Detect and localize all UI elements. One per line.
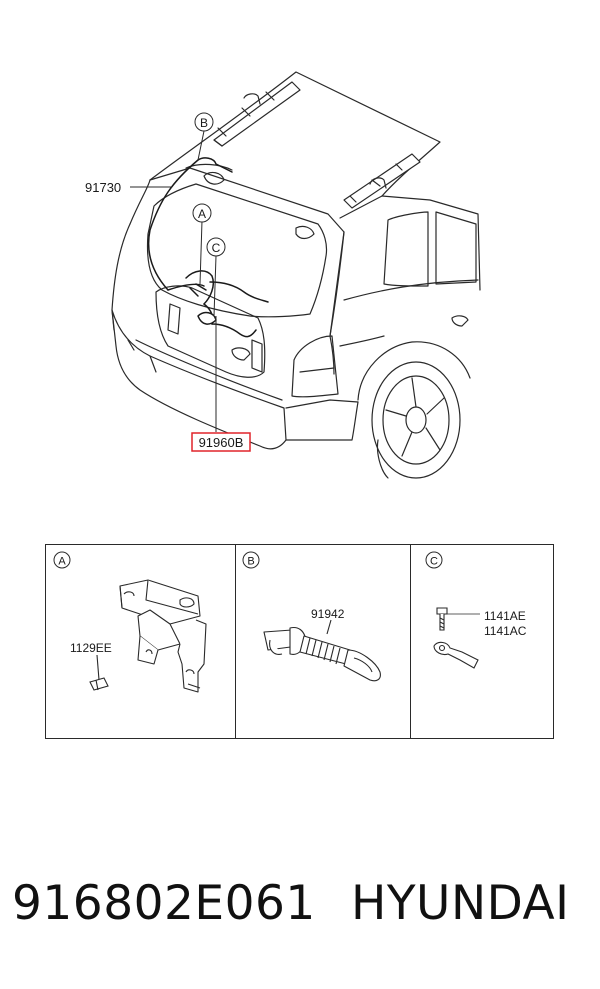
roof-rail-right	[343, 153, 421, 209]
footer: 916802E061 HYUNDAI	[0, 876, 600, 946]
callout-c-top: C	[206, 237, 226, 257]
part-label-1141ae: 1141AE	[484, 609, 526, 623]
bolt-icon-a	[89, 654, 109, 691]
brand-name: HYUNDAI	[351, 876, 570, 931]
svg-text:C: C	[212, 241, 221, 255]
detail-panel-c: C 1141AE 1141AC	[425, 551, 527, 669]
rear-wheel	[371, 361, 461, 479]
panel-a-letter: A	[58, 556, 66, 568]
highlighted-part-91960b[interactable]: 91960B	[191, 432, 251, 452]
detail-panel-b: B 91942	[242, 551, 381, 682]
part-number: 916802E061	[12, 876, 316, 931]
leader-lines	[130, 130, 217, 432]
part-label-91942: 91942	[311, 607, 345, 621]
svg-text:A: A	[198, 207, 206, 221]
part-label-1129ee: 1129EE	[70, 641, 112, 655]
rear-window	[146, 183, 328, 318]
mounting-bracket	[119, 579, 207, 693]
label-91960b: 91960B	[199, 435, 244, 450]
panel-b-letter: B	[247, 556, 254, 568]
svg-text:B: B	[200, 116, 208, 130]
detail-panel-a: A 1129EE	[53, 551, 207, 693]
roof-rail-left	[213, 81, 301, 147]
vehicle-rear-view	[111, 71, 481, 479]
grommet-91942	[263, 619, 381, 682]
rear-bumper	[111, 309, 287, 450]
callout-b-top: B	[194, 112, 214, 132]
ring-terminal-icon	[433, 641, 479, 669]
bolt-icon-c	[436, 607, 480, 631]
part-label-1141ac: 1141AC	[484, 624, 527, 638]
panel-c-letter: C	[430, 556, 438, 568]
label-91730: 91730	[85, 180, 121, 195]
callout-a-top: A	[192, 203, 212, 223]
detail-panels	[45, 544, 554, 739]
